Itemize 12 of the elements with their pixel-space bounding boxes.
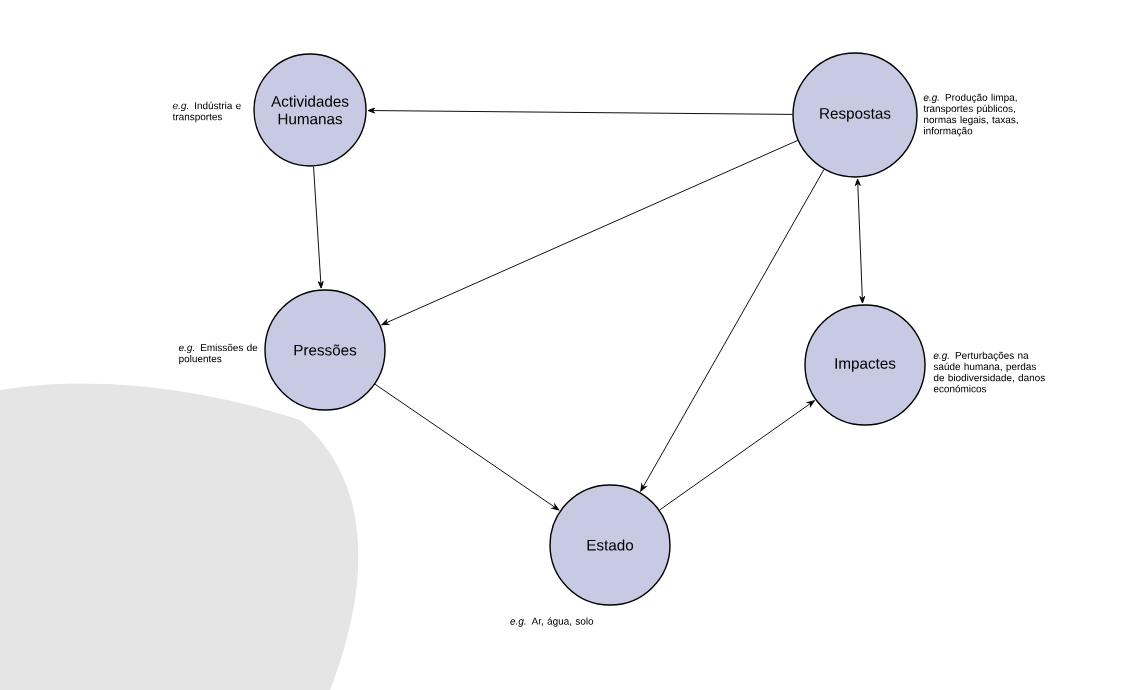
arrow: [659, 400, 815, 511]
example-note: e.g. Ar, água, solo: [510, 617, 594, 627]
example-note: e.g. Indústria e transportes: [172, 101, 241, 123]
arrow: [381, 139, 799, 326]
arrow: [367, 107, 793, 115]
example-note: e.g. Produção limpa, transportes públicos, normas legais, taxas, informação: [923, 93, 1018, 137]
arrow: [854, 178, 866, 304]
arrow: [313, 166, 324, 289]
example-note: e.g. Perturbações na saúde humana, perdas de biodiversidade, danos económicos: [933, 351, 1045, 393]
arrow: [374, 383, 560, 511]
example-note: e.g. Emissões de poluentes: [178, 343, 258, 365]
arrow: [640, 169, 825, 492]
